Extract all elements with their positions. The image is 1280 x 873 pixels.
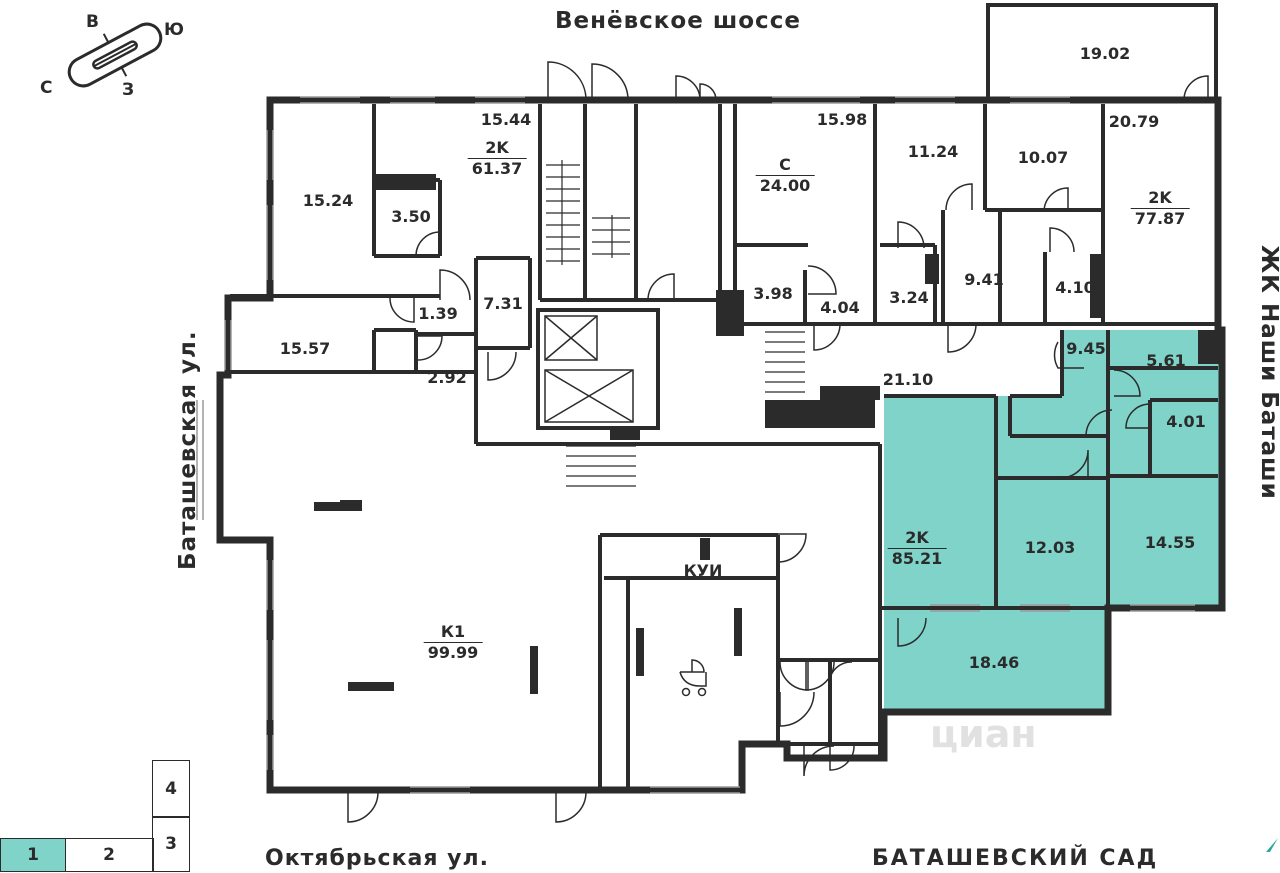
compass-n: В (86, 12, 99, 32)
room-kui: КУИ (683, 561, 723, 580)
floor-button-1[interactable]: 1 (0, 838, 66, 872)
commercial-label[interactable]: С 24.00 (755, 155, 815, 196)
apartment-type: 2K (1130, 188, 1190, 209)
room-area: 10.07 (1017, 148, 1069, 167)
room-area: 14.55 (1144, 533, 1196, 552)
room-area: 9.45 (1066, 339, 1106, 358)
room-area: 20.79 (1108, 112, 1160, 131)
floor-button-3[interactable]: 3 (152, 816, 190, 872)
room-area: 4.04 (820, 298, 860, 317)
room-area: 15.44 (480, 110, 532, 129)
room-area: 11.24 (907, 142, 959, 161)
room-area: 3.50 (391, 207, 431, 226)
watermark: циан (930, 712, 1037, 756)
compass-e: Ю (164, 20, 184, 40)
room-area: 7.31 (483, 294, 523, 313)
street-label-top: Венёвское шоссе (555, 8, 801, 34)
apartment-area: 61.37 (471, 159, 523, 178)
room-area: 4.10 (1055, 278, 1095, 297)
room-area: 5.61 (1146, 351, 1186, 370)
commercial-type: С (755, 155, 815, 176)
room-area: 4.01 (1166, 412, 1206, 431)
street-label-bottom-right: БАТАШЕВСКИЙ САД (872, 846, 1159, 871)
room-area: 21.10 (882, 370, 934, 389)
room-area: 3.98 (753, 284, 793, 303)
compass-w: С (40, 78, 53, 98)
room-area: 15.98 (816, 110, 868, 129)
room-area: 12.03 (1024, 538, 1076, 557)
commercial-k1-label[interactable]: К1 99.99 (423, 622, 483, 663)
street-label-bottom: Октябрьская ул. (265, 846, 489, 871)
stroller-icon (679, 659, 707, 697)
apartment-area: 85.21 (891, 549, 943, 568)
apartment-area: 77.87 (1134, 209, 1186, 228)
compass-s: З (122, 80, 135, 100)
floor-button-4[interactable]: 4 (152, 760, 190, 818)
apartment-type: 2K (887, 528, 947, 549)
apartment-type: 2K (467, 138, 527, 159)
floor-selector: 4 3 2 1 (0, 760, 190, 873)
room-area: 1.39 (418, 304, 458, 323)
room-area: 19.02 (1079, 44, 1131, 63)
floor-button-2[interactable]: 2 (64, 838, 154, 872)
arrow-icon (1266, 838, 1278, 852)
commercial-area: 99.99 (427, 643, 479, 662)
room-area: 2.92 (427, 368, 467, 387)
room-area: 15.57 (279, 339, 331, 358)
room-area: 18.46 (968, 653, 1020, 672)
compass-icon (67, 22, 163, 88)
apartment-label[interactable]: 2K 77.87 (1130, 188, 1190, 229)
room-area: 15.24 (302, 191, 354, 210)
commercial-type: К1 (423, 622, 483, 643)
compass: В Ю З С (40, 10, 190, 100)
apartment-label[interactable]: 2K 61.37 (467, 138, 527, 179)
room-area: 9.41 (964, 270, 1004, 289)
room-area: 3.24 (889, 288, 929, 307)
highlighted-apartment[interactable] (884, 330, 1222, 712)
apartment-label-highlighted[interactable]: 2K 85.21 (887, 528, 947, 569)
commercial-area: 24.00 (759, 176, 811, 195)
balcony-top-wall (986, 3, 1218, 100)
